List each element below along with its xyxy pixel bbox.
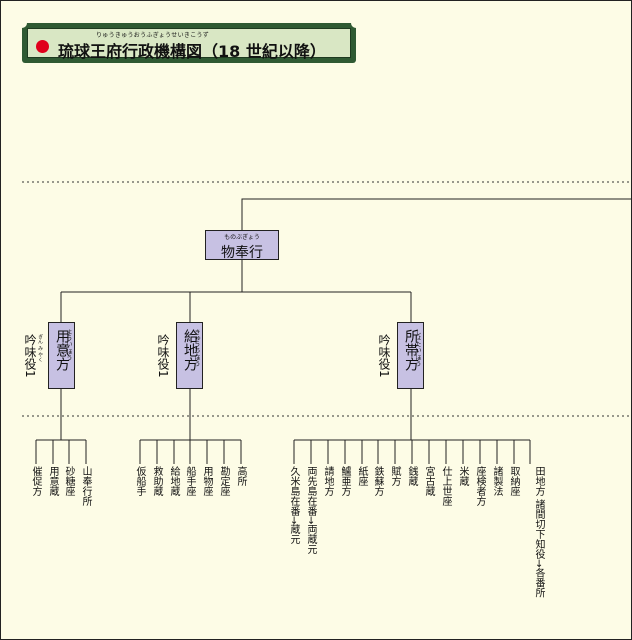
node-label: 所帯方 [403, 329, 419, 371]
leaf-item: 高所 [235, 466, 246, 486]
leaf-item: 請地方 [322, 466, 333, 496]
red-dot-icon [36, 40, 49, 53]
node-kyuchihou: 給地方 きゅうち ほう [176, 322, 203, 389]
leaf-item: 両先島在番→両蔵元 [305, 466, 316, 555]
leaf-item: 仕上世座 [440, 466, 451, 506]
leaf-item: 給地蔵 [168, 466, 179, 496]
leaf-item: 紙座 [356, 466, 367, 486]
node-label: 給地方 [182, 329, 198, 371]
leaf-item: 諸製法 [491, 466, 502, 496]
node-shotaihou: 所帯方 しょたい ほう [397, 322, 424, 389]
node-label: 用意方 [54, 329, 70, 371]
node-ruby: ものぶぎょう [224, 234, 260, 241]
leaf-item: 救助蔵 [151, 466, 162, 496]
node-label: 物奉行 [221, 245, 263, 261]
page-title: 琉球王府行政機構図（18 世紀以降） [58, 42, 326, 61]
leaf-item: 米蔵 [457, 466, 468, 486]
connector-top [241, 198, 632, 230]
ginmiyaku-ruby: ぎん み やく [37, 334, 43, 363]
leaf-item: 田地方 諸間切下知役→各番所 [533, 466, 544, 598]
title-panel: りゅうきゅうおうふぎょうせいきこうず 琉球王府行政機構図（18 世紀以降） [27, 28, 351, 61]
leaf-item: 鉄蘇方 [372, 466, 383, 496]
node-monobugyo: ものぶぎょう 物奉行 [205, 230, 279, 261]
leaf-item: 賦方 [389, 466, 400, 486]
leaf-item: 鱸亜方 [339, 466, 350, 496]
node-youihou: 用意方 ようい ほう [48, 322, 75, 389]
leaf-item: 銭蔵 [406, 466, 417, 486]
ginmiyaku-label: 吟味役1 [23, 334, 37, 378]
leaf-item: 取納座 [508, 466, 519, 496]
leaf-item: 久米島在番→蔵元 [288, 466, 299, 545]
leaf-item: 仮船手 [134, 466, 145, 496]
ginmiyaku-label: 吟味役1 [156, 334, 170, 378]
node-ruby: きゅうち ほう [193, 329, 200, 367]
title-banner: りゅうきゅうおうふぎょうせいきこうず 琉球王府行政機構図（18 世紀以降） [17, 18, 361, 63]
leaf-item: 座検者方 [474, 466, 485, 506]
leaf-item: 山奉行所 [80, 466, 91, 506]
node-ruby: しょたい ほう [414, 329, 421, 367]
leaf-item: 砂糖座 [63, 466, 74, 496]
leaf-item: 宮古蔵 [423, 466, 434, 496]
title-ruby: りゅうきゅうおうふぎょうせいきこうず [96, 32, 210, 39]
leaf-item: 勘定座 [218, 466, 229, 496]
leaf-item: 用意蔵 [47, 466, 58, 496]
leaf-item: 船手座 [184, 466, 195, 496]
leaf-item: 用物座 [201, 466, 212, 496]
ginmiyaku-label: 吟味役1 [377, 334, 391, 378]
leaf-item: 催促方 [30, 466, 41, 496]
node-ruby: ようい ほう [65, 329, 72, 361]
